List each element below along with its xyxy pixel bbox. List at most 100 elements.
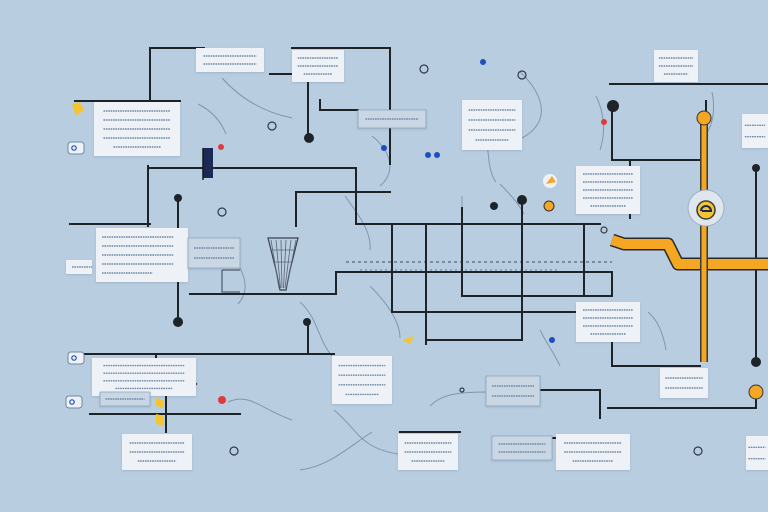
note-card-2 bbox=[292, 50, 344, 82]
note-card-bg bbox=[485, 375, 541, 407]
yellow-marker-3 bbox=[156, 414, 164, 426]
note-card-bg bbox=[746, 436, 768, 470]
black-node-7 bbox=[607, 100, 619, 112]
note-card-15 bbox=[660, 368, 708, 398]
note-card-bg bbox=[66, 260, 92, 274]
blue-dot-3 bbox=[434, 152, 440, 158]
note-card-16 bbox=[485, 375, 541, 407]
pipe-horizontal bbox=[610, 235, 768, 269]
thin-curve-20 bbox=[647, 311, 667, 351]
note-card-21 bbox=[746, 436, 768, 470]
note-card-bg bbox=[196, 48, 264, 72]
note-card-20 bbox=[556, 434, 630, 470]
orange-node-2 bbox=[748, 384, 764, 400]
connector-27 bbox=[539, 389, 601, 419]
funnel-strand bbox=[283, 239, 287, 289]
blue-dot-2 bbox=[425, 152, 431, 158]
orange-node-3 bbox=[543, 200, 555, 212]
ring-node-3 bbox=[217, 207, 227, 217]
note-card-19 bbox=[491, 435, 553, 461]
note-card-22 bbox=[99, 391, 151, 407]
ring-node-4 bbox=[229, 446, 239, 456]
ring-node-6 bbox=[600, 226, 608, 234]
note-card-8 bbox=[576, 166, 640, 214]
thin-curve-9 bbox=[333, 409, 399, 455]
note-card-12 bbox=[576, 302, 640, 342]
map-pin-mark bbox=[546, 176, 556, 184]
black-node-6 bbox=[517, 195, 527, 205]
red-dot-3 bbox=[218, 396, 226, 404]
decorative-icons bbox=[65, 70, 725, 426]
thin-curve-18 bbox=[197, 103, 227, 135]
note-card-bg bbox=[491, 435, 553, 461]
note-card-bg bbox=[187, 237, 241, 269]
chat-badge-icon-3 bbox=[65, 395, 83, 409]
note-card-17 bbox=[122, 434, 192, 470]
ring-node-1 bbox=[419, 64, 429, 74]
thin-curve-1 bbox=[221, 77, 293, 119]
note-card-bg bbox=[742, 114, 768, 148]
black-node-4 bbox=[303, 318, 311, 326]
gear-badge-glyph bbox=[700, 205, 713, 212]
chat-badge-icon-1 bbox=[67, 141, 85, 155]
note-card-bg bbox=[332, 356, 392, 404]
note-card-5 bbox=[462, 100, 522, 150]
chat-badge-icon-2 bbox=[67, 351, 85, 365]
thin-curve-3 bbox=[371, 135, 391, 187]
black-node-1 bbox=[304, 133, 314, 143]
thin-curve-10 bbox=[299, 431, 373, 471]
thin-curve-14 bbox=[539, 329, 561, 367]
note-card-4 bbox=[357, 109, 427, 129]
ring-node-7 bbox=[459, 387, 465, 393]
blue-dot-4 bbox=[381, 145, 387, 151]
funnel-strand bbox=[284, 239, 292, 289]
orange-pipe bbox=[609, 100, 768, 362]
bracket-shape bbox=[221, 269, 240, 293]
connector-15 bbox=[461, 207, 613, 297]
funnel-strand bbox=[275, 239, 281, 289]
chat-badge-dot bbox=[71, 145, 77, 151]
funnel-strand bbox=[286, 239, 297, 289]
connector-18 bbox=[289, 271, 613, 297]
black-node-8 bbox=[752, 164, 760, 172]
thin-curve-2 bbox=[519, 71, 542, 139]
black-node-9 bbox=[751, 357, 761, 367]
note-card-11 bbox=[66, 260, 93, 274]
black-node-5 bbox=[490, 202, 498, 210]
red-dot-1 bbox=[218, 144, 224, 150]
black-node-3 bbox=[173, 317, 183, 327]
connector-31 bbox=[611, 105, 701, 161]
yellow-marker-1 bbox=[72, 102, 84, 116]
blue-dot-1 bbox=[480, 59, 486, 65]
connector-6 bbox=[319, 99, 359, 111]
chat-badge-dot bbox=[69, 399, 75, 405]
note-card-1 bbox=[196, 48, 264, 72]
note-card-bg bbox=[462, 100, 522, 150]
note-card-18 bbox=[398, 434, 458, 470]
note-card-7 bbox=[742, 114, 768, 148]
thin-curve-16 bbox=[429, 391, 487, 407]
funnel-strand bbox=[270, 239, 280, 289]
note-card-bg bbox=[576, 302, 640, 342]
note-card-10 bbox=[187, 237, 241, 269]
funnel-outline bbox=[267, 237, 299, 291]
note-cards bbox=[66, 48, 768, 470]
black-node-2 bbox=[174, 194, 182, 202]
note-card-9 bbox=[96, 228, 188, 282]
funnel-icon bbox=[267, 237, 299, 291]
flag-body bbox=[203, 148, 213, 178]
thin-curve-6 bbox=[299, 301, 333, 357]
pin-ring-icon bbox=[517, 70, 527, 80]
note-card-bg bbox=[92, 358, 196, 396]
chat-badge-dot bbox=[71, 355, 77, 361]
ring-node-5 bbox=[693, 446, 703, 456]
flag-icon bbox=[202, 148, 213, 180]
note-card-bg bbox=[660, 368, 708, 398]
connector-16 bbox=[425, 199, 523, 341]
red-dot-2 bbox=[601, 119, 607, 125]
note-card-13 bbox=[92, 358, 196, 396]
bracket-icon bbox=[221, 269, 240, 293]
connector-9 bbox=[147, 167, 601, 225]
note-card-6 bbox=[654, 50, 698, 82]
